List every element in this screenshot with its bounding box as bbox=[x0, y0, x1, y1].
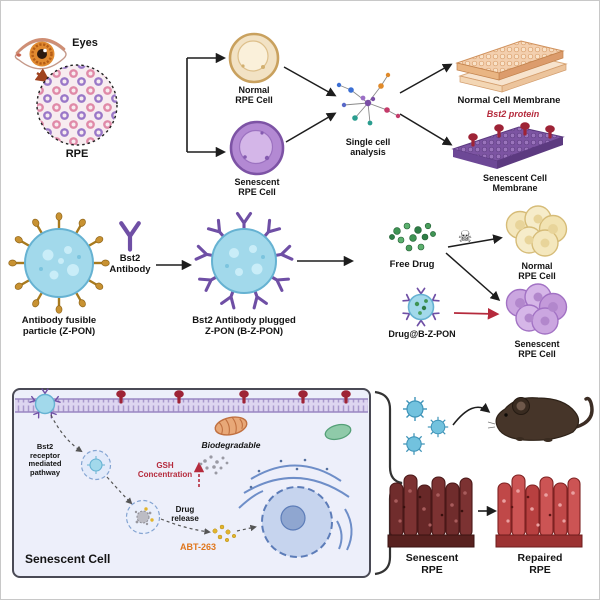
senescent-rpe-cell-cluster-label: Senescent RPE Cell bbox=[514, 339, 560, 360]
single-cell-analysis-label: Single cell analysis bbox=[345, 137, 391, 158]
normal-cell-to-analysis-arrow bbox=[283, 66, 337, 97]
senescent-rpe-cell-illustration bbox=[229, 120, 285, 176]
degradation-vesicle bbox=[125, 499, 161, 535]
analysis-to-senescent-membrane-arrow bbox=[399, 113, 453, 146]
endoplasmic-reticulum bbox=[238, 464, 353, 551]
free-drug-to-normal-arrow bbox=[447, 234, 503, 248]
drug-bzpon-to-senescent-arrow bbox=[453, 307, 500, 320]
eye-to-rpe-arrow bbox=[34, 68, 51, 83]
gsh-concentration-label: GSH Concentration bbox=[137, 461, 193, 480]
degraded-particle-dots bbox=[199, 455, 229, 475]
senescent-cell-to-analysis-arrow bbox=[285, 112, 337, 143]
senescent-cell-label: Senescent Cell bbox=[25, 552, 111, 566]
zpon-particle-illustration bbox=[7, 211, 111, 315]
zpon-label: Antibody fusible particle (Z-PON) bbox=[21, 315, 97, 338]
eyes-label: Eyes bbox=[72, 37, 98, 49]
normal-rpe-cell-cluster-label: Normal RPE Cell bbox=[518, 261, 556, 282]
er-ribosome-dots bbox=[249, 458, 329, 489]
free-drug-label: Free Drug bbox=[389, 259, 435, 270]
injected-bzpon-particles bbox=[402, 396, 449, 456]
particles-to-mouse-arrow bbox=[452, 402, 491, 426]
endosome-to-vesicle-arrow bbox=[106, 476, 133, 505]
bst2-receptor-pathway-label: Bst2 receptor mediated pathway bbox=[28, 442, 62, 478]
bst2-protein-label: Bst2 protein bbox=[486, 109, 540, 119]
mitochondria-biodegradable-icon bbox=[214, 416, 248, 436]
drug-release-arrow bbox=[160, 518, 211, 535]
nucleus-illustration bbox=[261, 486, 333, 558]
senescent-cell-membrane-label: Senescent Cell Membrane bbox=[482, 173, 548, 194]
bzpon-entering-cell bbox=[29, 388, 61, 419]
mitochondria-green-icon bbox=[324, 423, 352, 441]
senescent-rpe-cell-label: Senescent RPE Cell bbox=[234, 177, 280, 198]
rpe-zoom-circle bbox=[36, 64, 118, 146]
senescent-cell-membrane-illustration bbox=[451, 122, 565, 169]
drug-bzpon-label: Drug@B-Z-PON bbox=[388, 329, 456, 339]
drug-release-label: Drug release bbox=[171, 505, 199, 524]
eye-illustration bbox=[14, 38, 67, 70]
analysis-to-normal-membrane-arrow bbox=[399, 63, 453, 94]
bzpon-label: Bst2 Antibody plugged Z-PON (B-Z-PON) bbox=[192, 315, 296, 338]
free-drug-illustration bbox=[389, 222, 436, 252]
biodegradable-label: Biodegradable bbox=[201, 440, 261, 450]
bst2-antibody-label: Bst2 Antibody bbox=[109, 253, 151, 276]
repaired-rpe-label: Repaired RPE bbox=[517, 552, 563, 577]
senescent-rpe-cell-cluster bbox=[505, 283, 568, 335]
normal-rpe-cell-label: Normal RPE Cell bbox=[235, 85, 273, 106]
drug-bzpon-particle bbox=[402, 287, 440, 327]
repaired-rpe-tissue bbox=[495, 474, 583, 548]
bzpon-particle-illustration bbox=[194, 211, 294, 310]
senescent-rpe-label: Senescent RPE bbox=[405, 552, 459, 577]
normal-rpe-cell-cluster bbox=[505, 205, 568, 257]
rpe-label: RPE bbox=[65, 148, 89, 160]
free-drug-to-senescent-arrow bbox=[445, 252, 501, 301]
single-cell-analysis-illustration bbox=[336, 72, 401, 126]
panel-output-brace bbox=[374, 390, 403, 576]
abt-263-label: ABT-263 bbox=[179, 542, 217, 552]
rpe-fork-bracket bbox=[186, 52, 227, 158]
endocytosis-arrow bbox=[50, 414, 83, 453]
released-drug-dots bbox=[212, 524, 237, 543]
endosome-vesicle bbox=[80, 449, 112, 481]
skull-icon: ☠ bbox=[458, 227, 472, 246]
senescent-rpe-tissue bbox=[387, 474, 475, 548]
normal-cell-membrane-illustration bbox=[455, 40, 568, 93]
normal-rpe-cell-illustration bbox=[228, 32, 280, 84]
mouse-illustration bbox=[487, 396, 594, 442]
normal-cell-membrane-label: Normal Cell Membrane bbox=[457, 95, 561, 106]
bst2-antibody-icon bbox=[121, 223, 139, 249]
